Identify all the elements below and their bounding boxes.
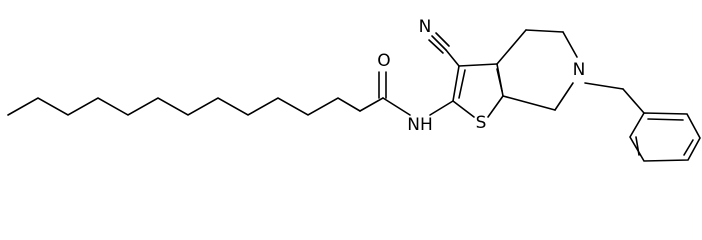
chemical-structure-diagram: O NH S N N — [7, 17, 701, 162]
s-c7a-bond — [487, 95, 504, 118]
phenyl-double-bond-3 — [635, 136, 640, 156]
thiophene-ring — [452, 63, 504, 118]
nitrile-nitrogen-label: N — [419, 17, 432, 37]
phenyl-double-bond-1 — [647, 118, 684, 121]
tetrahydropyridine-ring — [496, 29, 578, 111]
c3a-c3-bond — [458, 63, 498, 67]
c7a-c3a-double-bond — [496, 68, 503, 92]
atom-labels: O NH S N N — [377, 17, 585, 135]
n6-c7-bond — [554, 82, 574, 111]
c7-c7a-bond — [502, 95, 556, 111]
c3a-c4-bond — [496, 29, 527, 65]
oxygen-label: O — [377, 51, 390, 71]
phenyl-double-bond-2 — [683, 139, 694, 156]
c3-c2-bond — [452, 65, 460, 102]
c5-n6-bond — [562, 31, 578, 58]
nh-to-thiophene-bond — [429, 100, 454, 116]
carbonyl-group — [359, 71, 411, 116]
sulfur-label: S — [476, 113, 487, 133]
amide-nh-label: NH — [407, 115, 433, 135]
nitrile-triple-bond-center — [431, 35, 447, 51]
nitrile-triple-bond-upper — [435, 32, 450, 47]
c2-s-bond — [452, 100, 475, 118]
ring-nitrogen-label: N — [573, 60, 586, 80]
phenyl-ring — [629, 112, 701, 162]
c3-c2-double-bond — [458, 69, 466, 99]
molecule-figure: O NH S N N — [7, 17, 701, 162]
carbonyl-carbon-bond — [359, 97, 384, 112]
ch2-phenyl-bond — [622, 88, 645, 114]
benzyl-group — [584, 82, 701, 162]
alkyl-chain-bonds — [7, 97, 361, 116]
nitrile-single-bond — [445, 49, 460, 67]
nitrile-triple-bond-lower — [428, 39, 444, 54]
n-ch2-bond — [584, 82, 624, 90]
c4-c5-bond — [525, 29, 564, 33]
alkyl-chain — [7, 97, 361, 116]
nitrile-group — [428, 32, 460, 67]
carbonyl-to-nh-bond — [382, 97, 411, 116]
